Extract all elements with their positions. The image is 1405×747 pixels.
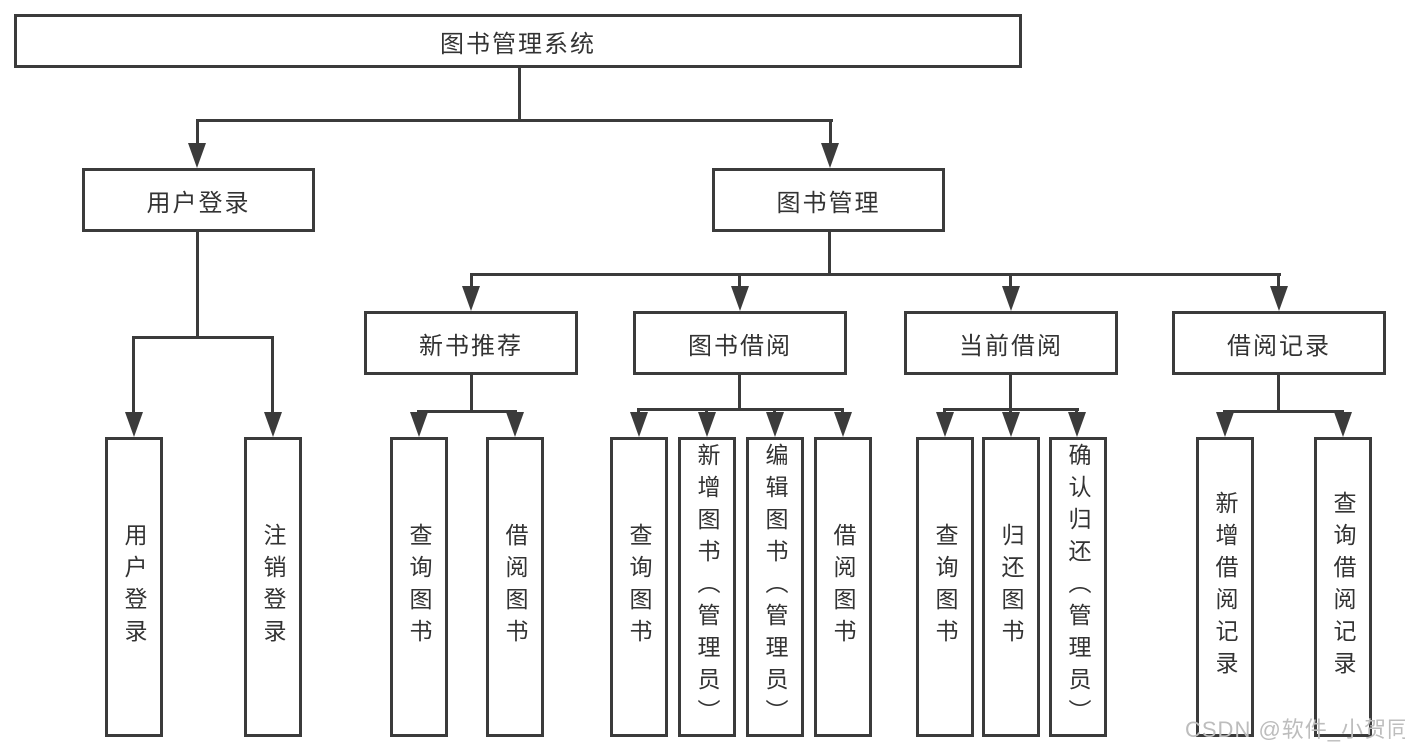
connector-manage-hline — [470, 273, 1281, 276]
arrow-down-icon — [766, 412, 784, 437]
node-borrow-borrow-books: 借阅图书 — [814, 437, 872, 737]
node-query-borrow-record: 查询借阅记录 — [1314, 437, 1372, 737]
arrow-down-icon — [462, 286, 480, 311]
connector-current-vline — [1009, 375, 1012, 408]
node-logout-login: 注销登录 — [244, 437, 302, 737]
node-borrow-query-books: 查询图书 — [610, 437, 668, 737]
connector-borrow-stem-1 — [637, 408, 640, 414]
node-label: 借阅图书 — [502, 523, 528, 651]
arrow-down-icon — [1068, 412, 1086, 437]
arrow-down-icon — [188, 143, 206, 168]
arrow-down-icon — [1002, 412, 1020, 437]
connector-login-stem-2 — [271, 336, 274, 412]
arrow-down-icon — [125, 412, 143, 437]
node-new-book-recommend: 新书推荐 — [364, 311, 578, 375]
connector-root-hline — [196, 119, 833, 122]
arrow-down-icon — [630, 412, 648, 437]
connector-manage-stem-2 — [738, 273, 741, 288]
node-label: 注销登录 — [260, 523, 286, 651]
connector-current-stem-2 — [1009, 408, 1012, 414]
node-label: 图书管理 — [776, 189, 881, 217]
node-confirm-return-admin: 确认归还（管理员） — [1049, 437, 1107, 737]
arrow-down-icon — [1002, 286, 1020, 311]
node-label: 用户登录 — [146, 189, 251, 217]
connector-recommend-hline — [417, 410, 517, 413]
node-label: 归还图书 — [998, 523, 1024, 651]
node-label: 借阅记录 — [1227, 332, 1331, 360]
connector-current-stem-3 — [1075, 408, 1078, 414]
connector-borrow-vline — [738, 375, 741, 408]
node-book-borrow: 图书借阅 — [633, 311, 847, 375]
node-edit-books-admin: 编辑图书（管理员） — [746, 437, 804, 737]
node-label: 当前借阅 — [959, 332, 1063, 360]
connector-records-hline — [1223, 410, 1344, 413]
node-label: 图书管理系统 — [440, 30, 596, 58]
arrow-down-icon — [698, 412, 716, 437]
arrow-down-icon — [821, 143, 839, 168]
node-add-borrow-record: 新增借阅记录 — [1196, 437, 1254, 737]
arrow-down-icon — [731, 286, 749, 311]
node-user-login: 用户登录 — [82, 168, 315, 232]
arrow-down-icon — [506, 412, 524, 437]
node-label: 查询图书 — [626, 523, 652, 651]
node-label: 查询图书 — [406, 523, 432, 651]
connector-records-vline — [1277, 375, 1280, 410]
connector-login-stem-1 — [132, 336, 135, 412]
connector-manage-stem-1 — [470, 273, 473, 288]
arrow-down-icon — [1216, 412, 1234, 437]
node-label: 用户登录 — [121, 523, 147, 651]
connector-root-stem-left — [196, 119, 199, 146]
connector-borrow-stem-3 — [773, 408, 776, 414]
node-return-books: 归还图书 — [982, 437, 1040, 737]
node-current-query-books: 查询图书 — [916, 437, 974, 737]
arrow-down-icon — [936, 412, 954, 437]
arrow-down-icon — [410, 412, 428, 437]
node-book-management: 图书管理 — [712, 168, 945, 232]
connector-login-vline — [196, 232, 199, 336]
connector-borrow-hline — [637, 408, 844, 411]
node-label: 确认归还（管理员） — [1065, 443, 1091, 731]
node-current-borrow: 当前借阅 — [904, 311, 1118, 375]
connector-root-vline — [518, 68, 521, 119]
arrow-down-icon — [264, 412, 282, 437]
node-login: 用户登录 — [105, 437, 163, 737]
connector-manage-stem-4 — [1277, 273, 1280, 288]
node-root: 图书管理系统 — [14, 14, 1022, 68]
watermark-text: CSDN @软件_小贺同学 — [1185, 717, 1405, 742]
connector-login-hline — [132, 336, 274, 339]
connector-borrow-stem-2 — [705, 408, 708, 414]
connector-current-stem-1 — [943, 408, 946, 414]
arrow-down-icon — [1334, 412, 1352, 437]
connector-manage-stem-3 — [1009, 273, 1012, 288]
connector-recommend-vline — [470, 375, 473, 410]
node-recommend-query-books: 查询图书 — [390, 437, 448, 737]
connector-borrow-stem-4 — [841, 408, 844, 414]
node-label: 新增图书（管理员） — [694, 443, 720, 731]
node-add-books-admin: 新增图书（管理员） — [678, 437, 736, 737]
node-label: 编辑图书（管理员） — [762, 443, 788, 731]
connector-root-stem-right — [829, 119, 832, 146]
node-label: 新书推荐 — [419, 332, 523, 360]
node-label: 新增借阅记录 — [1212, 491, 1238, 683]
node-label: 查询图书 — [932, 523, 958, 651]
node-label: 图书借阅 — [688, 332, 792, 360]
node-label: 查询借阅记录 — [1330, 491, 1356, 683]
node-borrow-records: 借阅记录 — [1172, 311, 1386, 375]
node-recommend-borrow-books: 借阅图书 — [486, 437, 544, 737]
connector-manage-vline — [828, 232, 831, 273]
arrow-down-icon — [834, 412, 852, 437]
node-label: 借阅图书 — [830, 523, 856, 651]
arrow-down-icon — [1270, 286, 1288, 311]
